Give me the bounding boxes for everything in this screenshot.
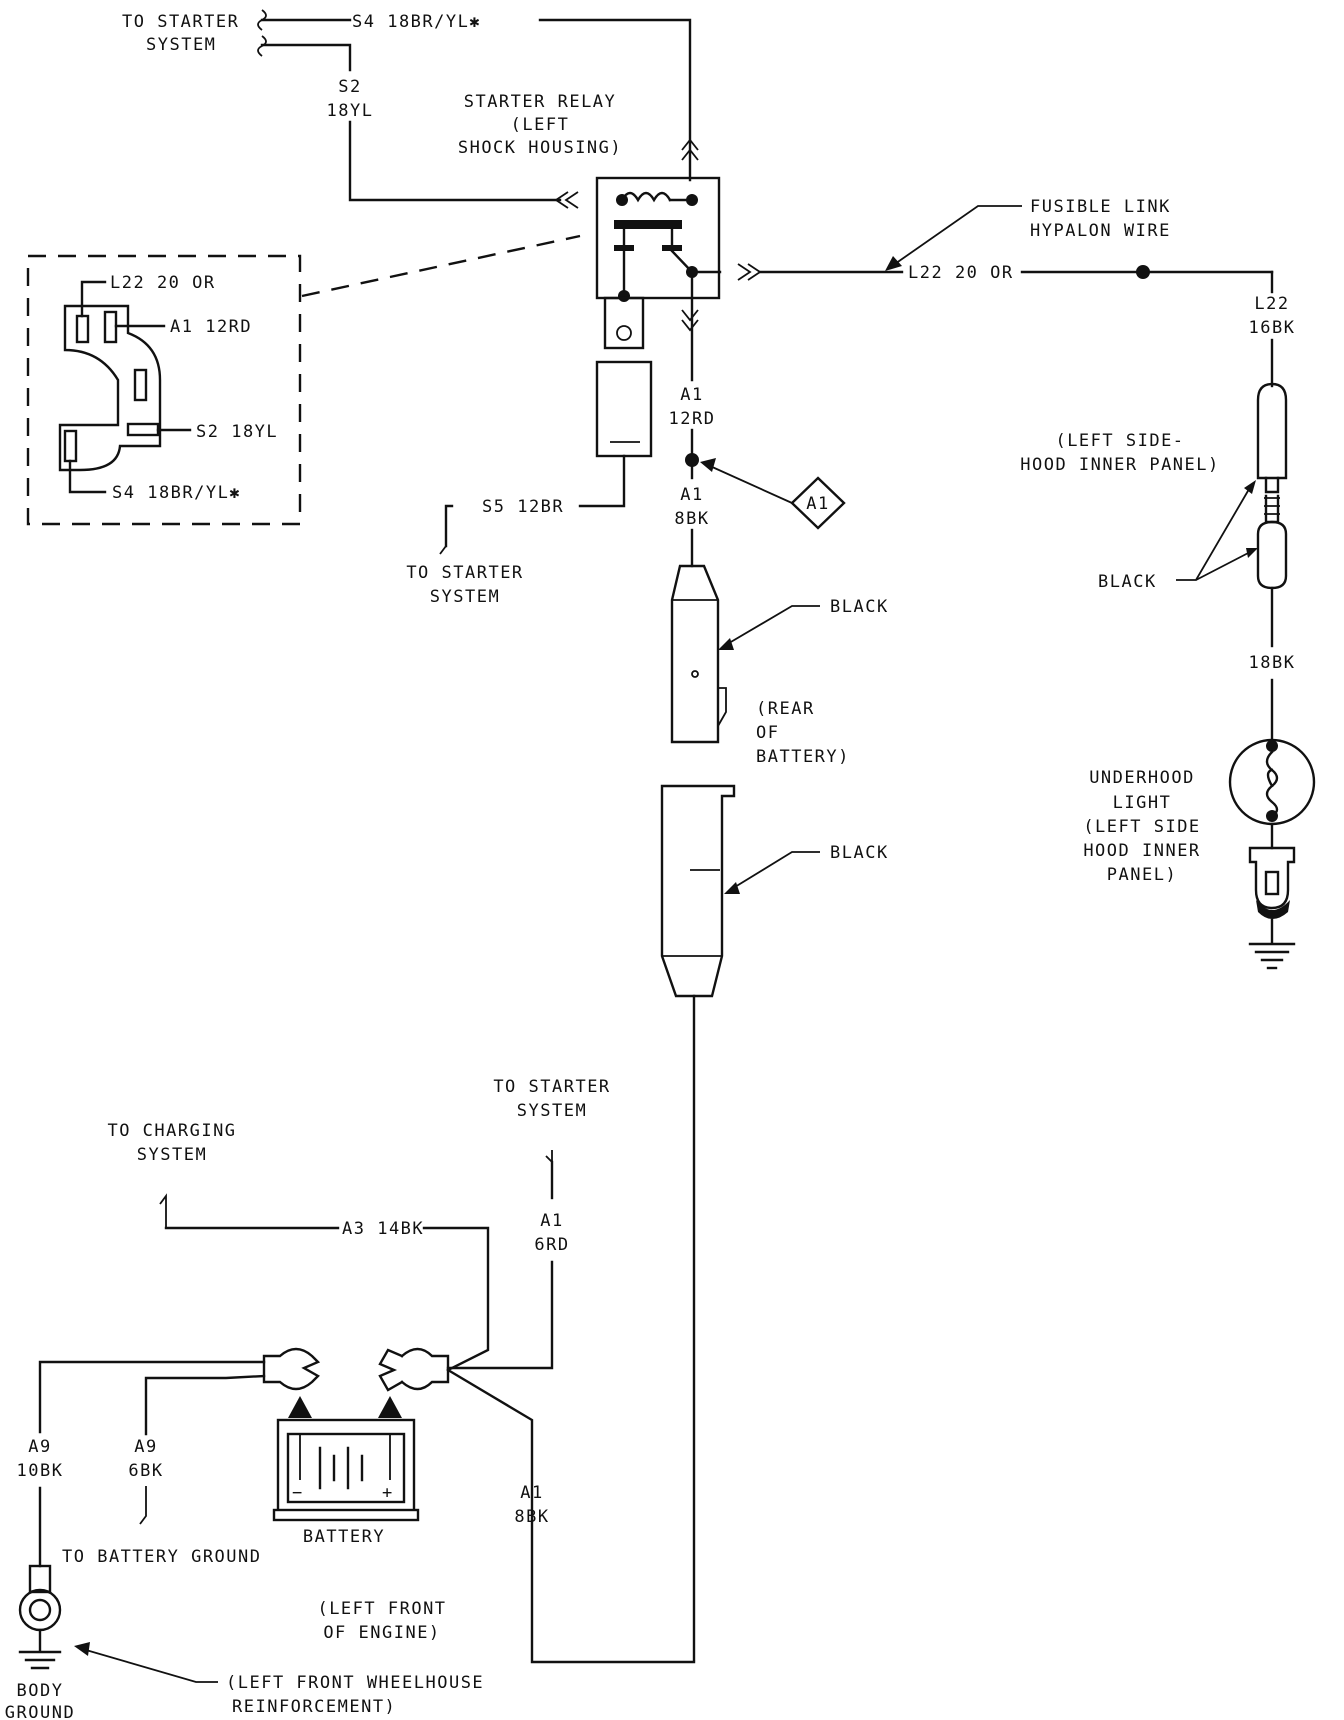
black-right-leader [1176,483,1255,581]
to-starter-low-label-2: SYSTEM [517,1101,587,1121]
black-1-leader [723,605,820,647]
battery-minus-sign: − [292,1483,304,1503]
a9-10bk-label-a: A9 [28,1437,51,1457]
s4-wire-top-label: S4 18BR/YL✱ [352,12,481,32]
starter-relay-label-2: (LEFT [511,115,570,135]
l22-top-label: L22 [1254,294,1289,314]
underhood-lamp [1228,738,1316,970]
inset-leader [301,234,581,298]
left-front-engine-label-1: (LEFT FRONT [317,1599,446,1619]
relay-terminal-inset [26,254,302,526]
a1-8bk-label-b: 8BK [674,509,709,529]
body-ground-symbol [18,1486,62,1670]
battery-plus-sign: + [382,1483,394,1503]
starter-relay [595,176,721,350]
to-charging-stub [159,1193,167,1228]
to-starter-mid-label-2: SYSTEM [430,587,500,607]
to-battery-ground-label: TO BATTERY GROUND [62,1547,262,1567]
fusible-link-label-1: FUSIBLE LINK [1030,197,1171,217]
to-starter-low-label-1: TO STARTER [493,1077,610,1097]
to-starter-top-label-2: SYSTEM [146,35,216,55]
s4-connector-chevron [681,138,699,161]
wire-a1-6rd [446,1260,554,1370]
to-starter-mid-label-1: TO STARTER [406,563,523,583]
rear-battery-connector-upper [670,564,727,744]
rear-battery-label-1: (REAR [756,699,815,719]
a1-6rd-label-b: 6RD [534,1235,569,1255]
a1-diamond-callout [700,458,846,530]
left-front-engine-label-2: OF ENGINE) [323,1623,440,1643]
a3-14bk-label: A3 14BK [342,1219,424,1239]
black-right-label: BLACK [1098,572,1157,592]
wheelhouse-leader [85,1649,218,1683]
a1-12rd-label-b: 12RD [669,409,716,429]
rear-battery-label-3: BATTERY) [756,747,850,767]
splice-dot-a1 [685,453,699,467]
wheelhouse-label-1: (LEFT FRONT WHEELHOUSE [226,1673,484,1693]
a9-10bk-label-b: 10BK [17,1461,64,1481]
splice-dot-l22 [1136,265,1150,279]
l22-connector-chevron [737,263,762,281]
to-charging-label-2: SYSTEM [137,1145,207,1165]
to-starter-low-stub [545,1150,553,1165]
a9-6bk-label-b: 6BK [128,1461,163,1481]
underhood-connector [1256,382,1288,742]
black-2-label: BLACK [830,843,889,863]
a1-6rd-label-a: A1 [540,1211,563,1231]
s2-connector-chevron [554,191,579,209]
wheelhouse-label-2: REINFORCEMENT) [232,1697,396,1717]
s2-label-a: S2 [338,77,361,97]
to-charging-label-1: TO CHARGING [107,1121,236,1141]
body-ground-label-1: BODY [17,1681,64,1701]
body-ground-label-2: GROUND [5,1703,75,1720]
fusible-leader-arrow [885,256,902,271]
relay-connector-s5 [439,360,653,555]
fusible-leader [891,205,1022,267]
l22-20or-label: L22 20 OR [908,263,1014,283]
to-starter-top-label-1: TO STARTER [122,12,239,32]
left-side-hood-label-2: HOOD INNER PANEL) [1020,455,1220,475]
a1-8bk-label-a: A1 [680,485,703,505]
s2-label-b: 18YL [327,101,374,121]
underhood-label-4: HOOD INNER [1083,841,1200,861]
wire-s4-top [257,9,692,182]
inset-s2-label: S2 18YL [196,422,278,442]
a9-6bk-label-a: A9 [134,1437,157,1457]
inset-a1-label: A1 12RD [170,317,252,337]
wire-18bk-label: 18BK [1249,653,1296,673]
wire-s2-top [257,35,562,202]
underhood-label-1: UNDERHOOD [1089,768,1195,788]
battery-label: BATTERY [303,1527,385,1547]
starter-relay-label-3: SHOCK HOUSING) [458,138,622,158]
battery-icon [272,1396,420,1522]
s5-12br-label: S5 12BR [482,497,564,517]
black-1-label: BLACK [830,597,889,617]
a1-8bk-low-label-a: A1 [520,1483,543,1503]
underhood-label-5: PANEL) [1107,865,1177,885]
a1-8bk-low-label-b: 8BK [514,1507,549,1527]
inset-l22-label: L22 20 OR [110,273,216,293]
left-side-hood-label-1: (LEFT SIDE- [1055,431,1184,451]
l22-16bk-label: 16BK [1249,318,1296,338]
battery-negative-clamp [38,1347,321,1436]
wire-a3-14bk [164,1226,490,1372]
a1-12rd-label-a: A1 [680,385,703,405]
inset-s4-label: S4 18BR/YL✱ [112,483,241,503]
black-2-leader [729,851,820,891]
diamond-a1-label: A1 [806,494,829,514]
starter-relay-label-1: STARTER RELAY [464,92,617,112]
rear-battery-connector-lower [660,784,736,1662]
fusible-link-label-2: HYPALON WIRE [1030,221,1171,241]
rear-battery-label-2: OF [756,723,779,743]
underhood-label-3: (LEFT SIDE [1083,817,1200,837]
a1-connector-chevron [681,309,699,332]
battery-positive-clamp [378,1347,696,1664]
underhood-label-2: LIGHT [1113,793,1172,813]
